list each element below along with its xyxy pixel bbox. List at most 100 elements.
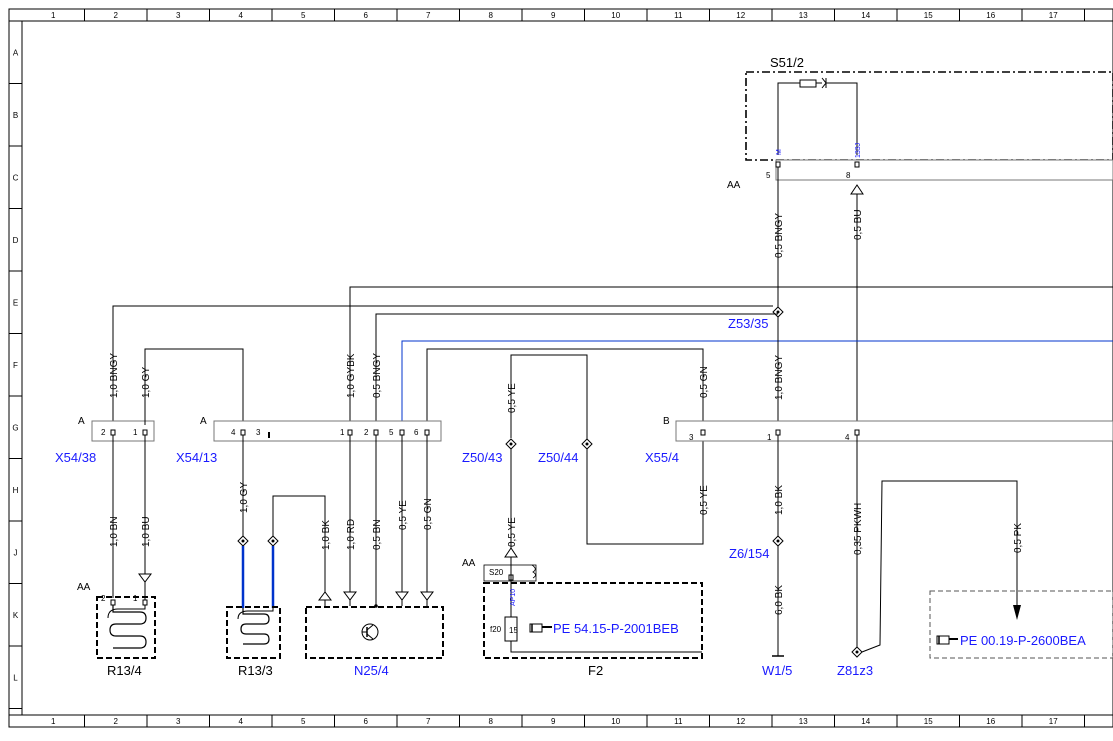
wire-label-x554-p1-top: 1,0 BNGY — [774, 355, 785, 400]
diagram-frame — [8, 8, 1113, 728]
z53-35-splice-dot — [776, 310, 780, 314]
s51-2-pin8-tag: 133J — [855, 143, 862, 158]
grid-col-top: 5 — [301, 11, 306, 20]
grid-markers: 1122334455667788991010111112121313141415… — [9, 9, 1085, 727]
r13-4-heater-return — [107, 605, 146, 619]
grid-col-top: 8 — [489, 11, 494, 20]
grid-col-bottom: 1 — [51, 717, 56, 726]
grid-row: L — [13, 673, 18, 682]
z6-154-splice-dot — [776, 539, 780, 543]
x55-4-pin3 — [700, 429, 706, 436]
grid-col-bottom: 5 — [301, 717, 306, 726]
wire-bngy-to-z5335 — [375, 313, 778, 425]
grid-row: D — [13, 236, 19, 245]
x54-13-pin3 — [268, 432, 270, 438]
grid-col-bottom: 4 — [239, 717, 244, 726]
r13-3-heater-return — [237, 608, 274, 620]
wire-label-r133-lead: 1,0 BK — [321, 520, 332, 550]
grid-col-bottom: 14 — [861, 717, 870, 726]
n25-4-arrow-rd — [343, 591, 357, 601]
f2-s20-label: S20 — [489, 568, 504, 577]
r13-4-pin2 — [110, 599, 116, 606]
pk-arrow-icon — [1013, 605, 1021, 620]
grid-row: C — [13, 173, 19, 182]
s51-2-pin8-arrow — [850, 184, 864, 195]
x54-13-pin4-label: 4 — [231, 428, 236, 437]
hand-pointer-icon-right — [936, 635, 958, 645]
x54-13-connector — [213, 420, 442, 442]
s51-2-box — [745, 71, 1113, 161]
n25-4-box — [305, 606, 444, 659]
wire-z5335-to-x5438 — [112, 305, 773, 425]
wire-label-x554-p1-mid: 1,0 BK — [774, 485, 785, 515]
wire-label-x5413-p6-bot: 0,5 GN — [423, 498, 434, 530]
wire-label-x5438-p1-bot: 1,0 BU — [141, 516, 152, 547]
x55-4-pin4 — [854, 429, 860, 436]
x55-4-connector — [675, 420, 1113, 442]
x55-4-pin1 — [775, 429, 781, 436]
wire-label-x5438-p2-top: 1,0 BNGY — [109, 353, 120, 398]
x54-38-pin1 — [142, 429, 148, 436]
x54-38-p1-arrow — [138, 573, 152, 583]
r13-4-pin1 — [142, 599, 148, 606]
r13-3-box — [226, 606, 281, 659]
grid-col-top: 6 — [364, 11, 369, 20]
grid-col-bottom: 9 — [551, 717, 556, 726]
grid-row: A — [13, 48, 19, 57]
wire-label-s512-pin5: 0,5 BNGY — [774, 213, 785, 258]
z81z3-label: Z81z3 — [837, 663, 873, 678]
wire-label-w15-lead: 6,0 BK — [774, 585, 785, 615]
grid-col-top: 3 — [176, 11, 181, 20]
grid-col-top: 1 — [51, 11, 56, 20]
grid-col-bottom: 16 — [986, 717, 995, 726]
grid-col-bottom: 13 — [799, 717, 808, 726]
wire-label-x5413-p4-bot: 1,0 GY — [239, 482, 250, 513]
grid-col-bottom: 11 — [674, 717, 683, 726]
grid-col-top: 4 — [239, 11, 244, 20]
x54-38-pin2-label: 2 — [101, 428, 106, 437]
grid-col-top: 14 — [861, 11, 870, 20]
r13-4-heater-icon — [109, 605, 147, 649]
wire-label-x5413-p2-bot: 0,5 BN — [372, 519, 383, 550]
x54-38-conn-letter: A — [78, 416, 85, 427]
z50-43-splice-dot — [509, 442, 513, 446]
grid-row: K — [13, 611, 19, 620]
f2-s20-wave — [531, 564, 536, 579]
wire-label-z5043-top: 0,5 YE — [507, 383, 518, 413]
r13-3-splice-right-dot — [271, 539, 275, 543]
grid-row: F — [13, 361, 18, 370]
r13-3-heater-icon — [240, 608, 270, 645]
r13-4-box — [96, 596, 156, 659]
grid-col-top: 17 — [1049, 11, 1058, 20]
grid-row: H — [13, 486, 19, 495]
x54-13-pin5 — [399, 429, 405, 436]
f2-tag: AP10 — [510, 589, 517, 606]
s51-2-pin5-label: 5 — [766, 171, 771, 180]
grid-col-bottom: 17 — [1049, 717, 1058, 726]
z50-44-label: Z50/44 — [538, 450, 578, 465]
f2-s20-box — [483, 564, 537, 582]
grid-col-top: 7 — [426, 11, 431, 20]
grid-col-bottom: 15 — [924, 717, 933, 726]
x54-13-label: X54/13 — [176, 450, 217, 465]
grid-col-bottom: 8 — [489, 717, 494, 726]
f2-f20-label: f20 — [490, 625, 502, 634]
grid-col-bottom: 12 — [736, 717, 745, 726]
x54-38-connector — [91, 420, 155, 442]
r13-4-pin1-label: 1 — [133, 594, 138, 603]
grid-col-top: 11 — [674, 11, 683, 20]
n25-4-ground-arrow — [318, 591, 332, 601]
f2-reference-link[interactable]: PE 54.15-P-2001BEB — [553, 621, 679, 636]
s51-2-label: S51/2 — [770, 55, 804, 70]
x54-13-pin3-label: 3 — [256, 428, 261, 437]
wire-label-x5438-p2-bot: 1,0 BN — [109, 516, 120, 547]
grid-col-top: 15 — [924, 11, 933, 20]
wire-f2-output — [510, 641, 702, 653]
x54-13-pin5-label: 5 — [389, 428, 394, 437]
wire-blue-top — [401, 340, 1113, 425]
z6-154-label: Z6/154 — [729, 546, 769, 561]
grid-col-top: 10 — [611, 11, 620, 20]
ref-right-link[interactable]: PE 00.19-P-2600BEA — [960, 633, 1086, 648]
x55-4-conn-letter: B — [663, 416, 670, 427]
